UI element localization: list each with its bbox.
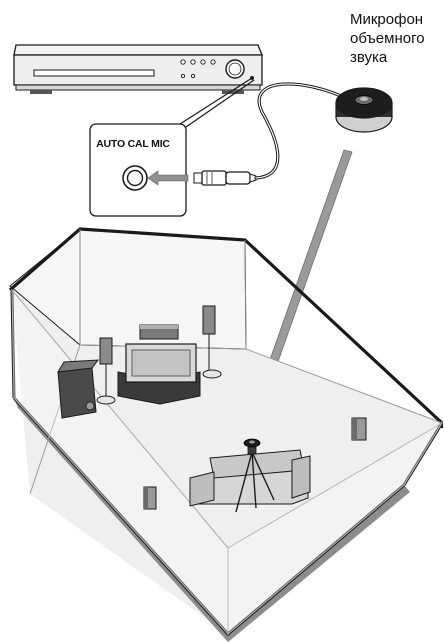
room <box>10 229 442 642</box>
microphone <box>336 88 392 132</box>
microphone-label-line-1: Микрофон <box>350 10 442 29</box>
jack-label: AUTO CAL MIC <box>93 138 173 150</box>
subwoofer <box>58 360 98 418</box>
microphone-label-line-2: объемного <box>350 29 442 48</box>
microphone-label-line-3: звука <box>350 48 442 67</box>
microphone-cable <box>256 84 350 178</box>
tv-stand <box>118 344 200 404</box>
microphone-plug <box>194 171 256 185</box>
receiver-unit <box>14 45 262 94</box>
surround-left-speaker <box>144 487 156 509</box>
microphone-label: Микрофон объемного звука <box>350 10 442 67</box>
center-speaker <box>140 325 178 339</box>
surround-right-speaker <box>352 418 366 440</box>
